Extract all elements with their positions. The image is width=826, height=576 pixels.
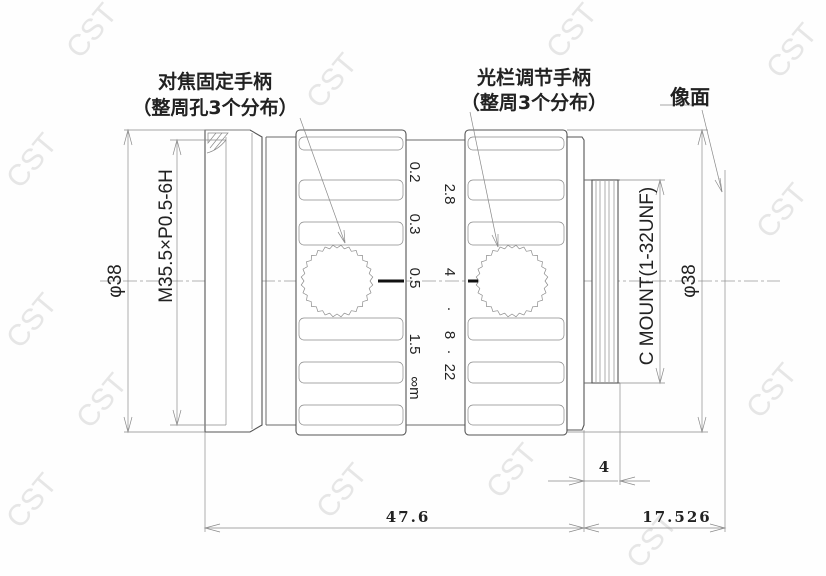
rear-diameter-dim: φ38 bbox=[679, 264, 700, 297]
image-plane-label: 像面 bbox=[670, 85, 710, 109]
grip-groove bbox=[467, 361, 565, 384]
focus-scale-mark: ∞m bbox=[406, 376, 423, 399]
iris-ring bbox=[464, 129, 568, 436]
mount-dim: C MOUNT(1-32UNF) bbox=[637, 187, 658, 365]
grip-groove bbox=[298, 136, 404, 151]
svg-text:CST: CST bbox=[760, 17, 824, 84]
svg-text:CST: CST bbox=[540, 0, 604, 64]
focus-scale-mark: 1.5 bbox=[406, 334, 423, 355]
svg-text:CST: CST bbox=[750, 177, 814, 244]
focus-scale-mark: 0.3 bbox=[406, 214, 423, 235]
iris-scale-mark: 4 bbox=[441, 268, 458, 276]
iris-scale-mark: 2.8 bbox=[441, 184, 458, 205]
iris-knob bbox=[475, 244, 549, 318]
focus-scale: 0.2 0.3 0.5 1.5 ∞m bbox=[406, 162, 423, 400]
front-thread-dim: M35.5×P0.5-6H bbox=[156, 169, 177, 303]
iris-scale-mark: 8 bbox=[441, 331, 458, 339]
grip-groove bbox=[298, 221, 404, 246]
svg-text:CST: CST bbox=[310, 457, 374, 524]
grip-groove bbox=[298, 317, 404, 341]
dimension-lines bbox=[123, 104, 727, 533]
svg-text:CST: CST bbox=[0, 127, 64, 194]
svg-text:CST: CST bbox=[300, 47, 364, 114]
grip-groove bbox=[467, 179, 565, 201]
iris-scale-mark: · bbox=[441, 350, 458, 355]
front-diameter-dim: φ38 bbox=[105, 264, 126, 297]
front-barrel bbox=[204, 129, 296, 433]
focus-scale-mark: 0.2 bbox=[406, 162, 423, 183]
iris-handle-note: （整周3个分布） bbox=[461, 91, 607, 114]
grip-groove bbox=[298, 361, 404, 384]
grip-groove bbox=[467, 317, 565, 341]
focus-handle-label: 对焦固定手柄 bbox=[158, 70, 272, 93]
svg-text:CST: CST bbox=[0, 287, 64, 354]
focus-ring bbox=[295, 129, 407, 436]
svg-text:CST: CST bbox=[60, 0, 124, 64]
flange-distance-dim: 17.526 bbox=[642, 508, 711, 526]
focus-knob bbox=[300, 244, 374, 318]
focus-scale-mark: 0.5 bbox=[406, 268, 423, 289]
grip-groove bbox=[467, 404, 565, 426]
grip-groove bbox=[467, 136, 565, 151]
rear-barrel bbox=[566, 136, 620, 431]
grip-groove bbox=[298, 404, 404, 426]
svg-text:CST: CST bbox=[480, 437, 544, 504]
focus-handle-note: （整周孔3个分布） bbox=[132, 96, 297, 119]
svg-text:CST: CST bbox=[740, 357, 804, 424]
svg-text:CST: CST bbox=[70, 367, 134, 434]
svg-text:CST: CST bbox=[0, 467, 64, 534]
grip-groove bbox=[298, 179, 404, 201]
iris-scale-mark: · bbox=[441, 307, 458, 312]
body-length-dim: 47.6 bbox=[386, 508, 431, 526]
iris-handle-label: 光栏调节手柄 bbox=[476, 66, 591, 89]
iris-scale: 2.8 4 · 8 · 22 bbox=[441, 184, 458, 381]
iris-scale-mark: 22 bbox=[441, 364, 458, 381]
mount-length-dim: 4 bbox=[599, 458, 611, 476]
